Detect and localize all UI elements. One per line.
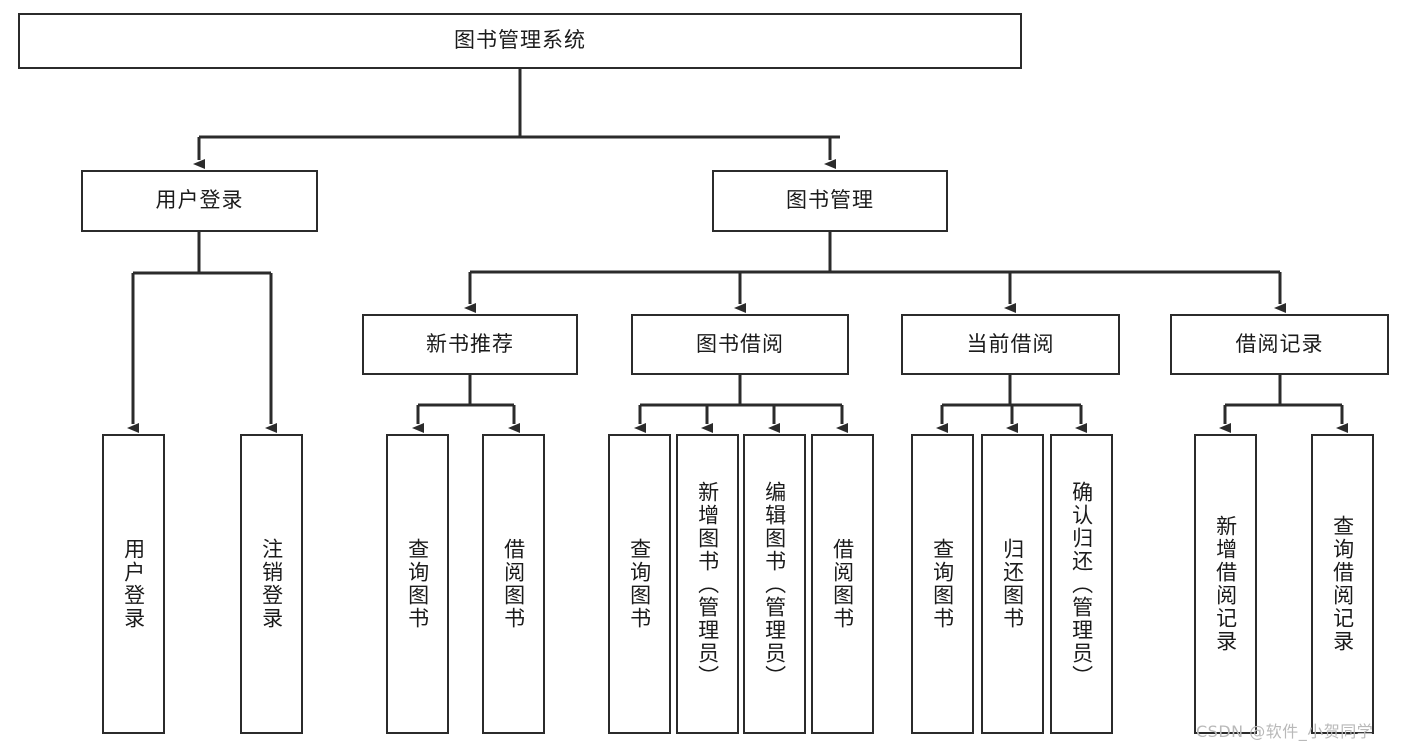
leaf-edit-book-admin[interactable]: 编辑图书（管理员） bbox=[743, 434, 806, 734]
leaf-add-borrow-record-label: 新增借阅记录 bbox=[1213, 515, 1238, 653]
node-current-borrow-label: 当前借阅 bbox=[966, 331, 1055, 356]
node-book-borrow[interactable]: 图书借阅 bbox=[631, 314, 849, 375]
leaf-add-borrow-record[interactable]: 新增借阅记录 bbox=[1194, 434, 1257, 734]
leaf-borrow-book-newbook-label: 借阅图书 bbox=[501, 538, 526, 630]
leaf-lend-book[interactable]: 借阅图书 bbox=[811, 434, 874, 734]
leaf-query-book-current-label: 查询图书 bbox=[930, 538, 955, 630]
node-borrow-record[interactable]: 借阅记录 bbox=[1170, 314, 1389, 375]
leaf-query-book-newbook[interactable]: 查询图书 bbox=[386, 434, 449, 734]
leaf-logout-label: 注销登录 bbox=[259, 538, 284, 630]
leaf-return-book-label: 归还图书 bbox=[1000, 538, 1025, 630]
leaf-query-book-newbook-label: 查询图书 bbox=[405, 538, 430, 630]
leaf-confirm-return-admin[interactable]: 确认归还（管理员） bbox=[1050, 434, 1113, 734]
leaf-user-login[interactable]: 用户登录 bbox=[102, 434, 165, 734]
node-user-login[interactable]: 用户登录 bbox=[81, 170, 318, 232]
node-user-login-label: 用户登录 bbox=[155, 188, 244, 213]
node-root-label: 图书管理系统 bbox=[454, 28, 586, 53]
leaf-query-book-borrow[interactable]: 查询图书 bbox=[608, 434, 671, 734]
node-book-management[interactable]: 图书管理 bbox=[712, 170, 948, 232]
leaf-lend-book-label: 借阅图书 bbox=[830, 538, 855, 630]
leaf-borrow-book-newbook[interactable]: 借阅图书 bbox=[482, 434, 545, 734]
leaf-add-book-admin[interactable]: 新增图书（管理员） bbox=[676, 434, 739, 734]
node-borrow-record-label: 借阅记录 bbox=[1235, 331, 1324, 356]
csdn-watermark: CSDN @软件_小贺同学 bbox=[1196, 722, 1374, 741]
node-root[interactable]: 图书管理系统 bbox=[18, 13, 1022, 69]
node-new-book-recommend[interactable]: 新书推荐 bbox=[362, 314, 578, 375]
leaf-query-borrow-record[interactable]: 查询借阅记录 bbox=[1311, 434, 1374, 734]
leaf-query-borrow-record-label: 查询借阅记录 bbox=[1330, 515, 1355, 653]
node-current-borrow[interactable]: 当前借阅 bbox=[901, 314, 1120, 375]
leaf-query-book-current[interactable]: 查询图书 bbox=[911, 434, 974, 734]
leaf-add-book-admin-label: 新增图书（管理员） bbox=[695, 480, 720, 688]
node-book-management-label: 图书管理 bbox=[786, 188, 874, 213]
leaf-user-login-label: 用户登录 bbox=[121, 538, 146, 630]
leaf-query-book-borrow-label: 查询图书 bbox=[627, 538, 652, 630]
node-book-borrow-label: 图书借阅 bbox=[696, 331, 784, 356]
leaf-return-book[interactable]: 归还图书 bbox=[981, 434, 1044, 734]
node-new-book-recommend-label: 新书推荐 bbox=[426, 331, 514, 356]
leaf-logout[interactable]: 注销登录 bbox=[240, 434, 303, 734]
leaf-confirm-return-admin-label: 确认归还（管理员） bbox=[1069, 480, 1094, 688]
leaf-edit-book-admin-label: 编辑图书（管理员） bbox=[762, 480, 787, 688]
